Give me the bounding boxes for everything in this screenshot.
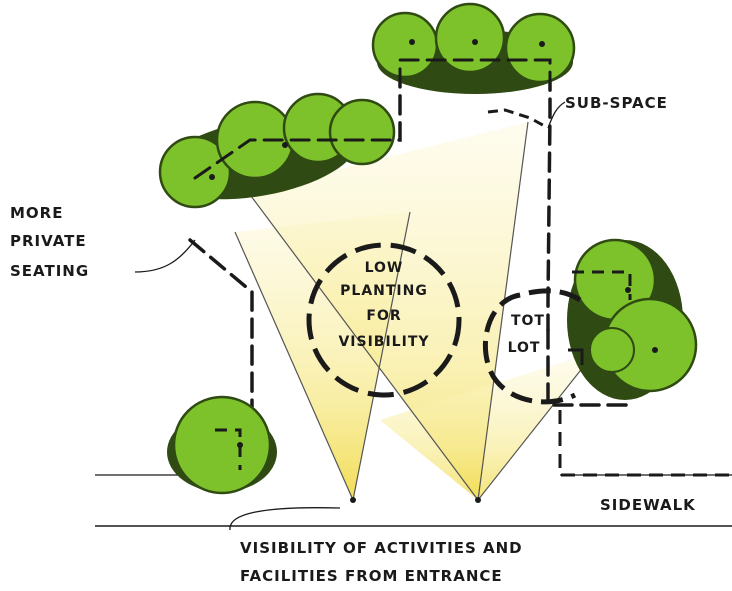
sightline-edge [247, 191, 479, 501]
label-sidewalk: SIDEWALK [600, 496, 696, 514]
label-low-planting-3: FOR [366, 308, 401, 324]
tree-canopy-right [567, 238, 698, 400]
sightline-edge [234, 231, 354, 501]
space-boundary-dashed-overlay [193, 58, 552, 180]
sub-space-leader [547, 101, 566, 129]
tot-lot-circle [482, 288, 582, 405]
caption-line-2: FACILITIES FROM ENTRANCE [240, 567, 503, 585]
sightline-edge [477, 351, 596, 501]
label-low-planting-1: LOW [365, 260, 404, 276]
space-boundary-dashed [188, 238, 254, 472]
label-more-private-seating-3: SEATING [10, 262, 89, 280]
tree-bottom-left [167, 395, 277, 495]
caption-line-1: VISIBILITY OF ACTIVITIES AND [240, 539, 523, 557]
tot-lot-arc [568, 348, 584, 365]
viewpoint-dot [350, 497, 356, 503]
viewpoint-dot [475, 497, 481, 503]
caption-leader [229, 507, 341, 531]
sightline-edge [477, 121, 529, 501]
trees [158, 2, 698, 495]
tree-canopy-top [371, 2, 576, 94]
space-boundary-dashed-overlay [215, 428, 242, 470]
sidewalk-boundary [558, 410, 732, 477]
label-sub-space: SUB-SPACE [565, 94, 668, 112]
sub-space-bracket [487, 108, 549, 130]
label-tot-lot-1: TOT [511, 313, 545, 329]
label-low-planting-4: VISIBILITY [338, 334, 429, 350]
low-planting-circle [306, 242, 462, 398]
diagram-labels: SUB-SPACE MORE PRIVATE SEATING LOW PLANT… [10, 94, 696, 585]
label-more-private-seating-1: MORE [10, 204, 63, 222]
seating-leader [134, 239, 196, 273]
label-low-planting-2: PLANTING [340, 283, 428, 299]
label-tot-lot-2: LOT [508, 340, 541, 356]
label-more-private-seating-2: PRIVATE [10, 232, 87, 250]
sightline-cones [234, 121, 596, 503]
sightline-edge [352, 211, 411, 501]
